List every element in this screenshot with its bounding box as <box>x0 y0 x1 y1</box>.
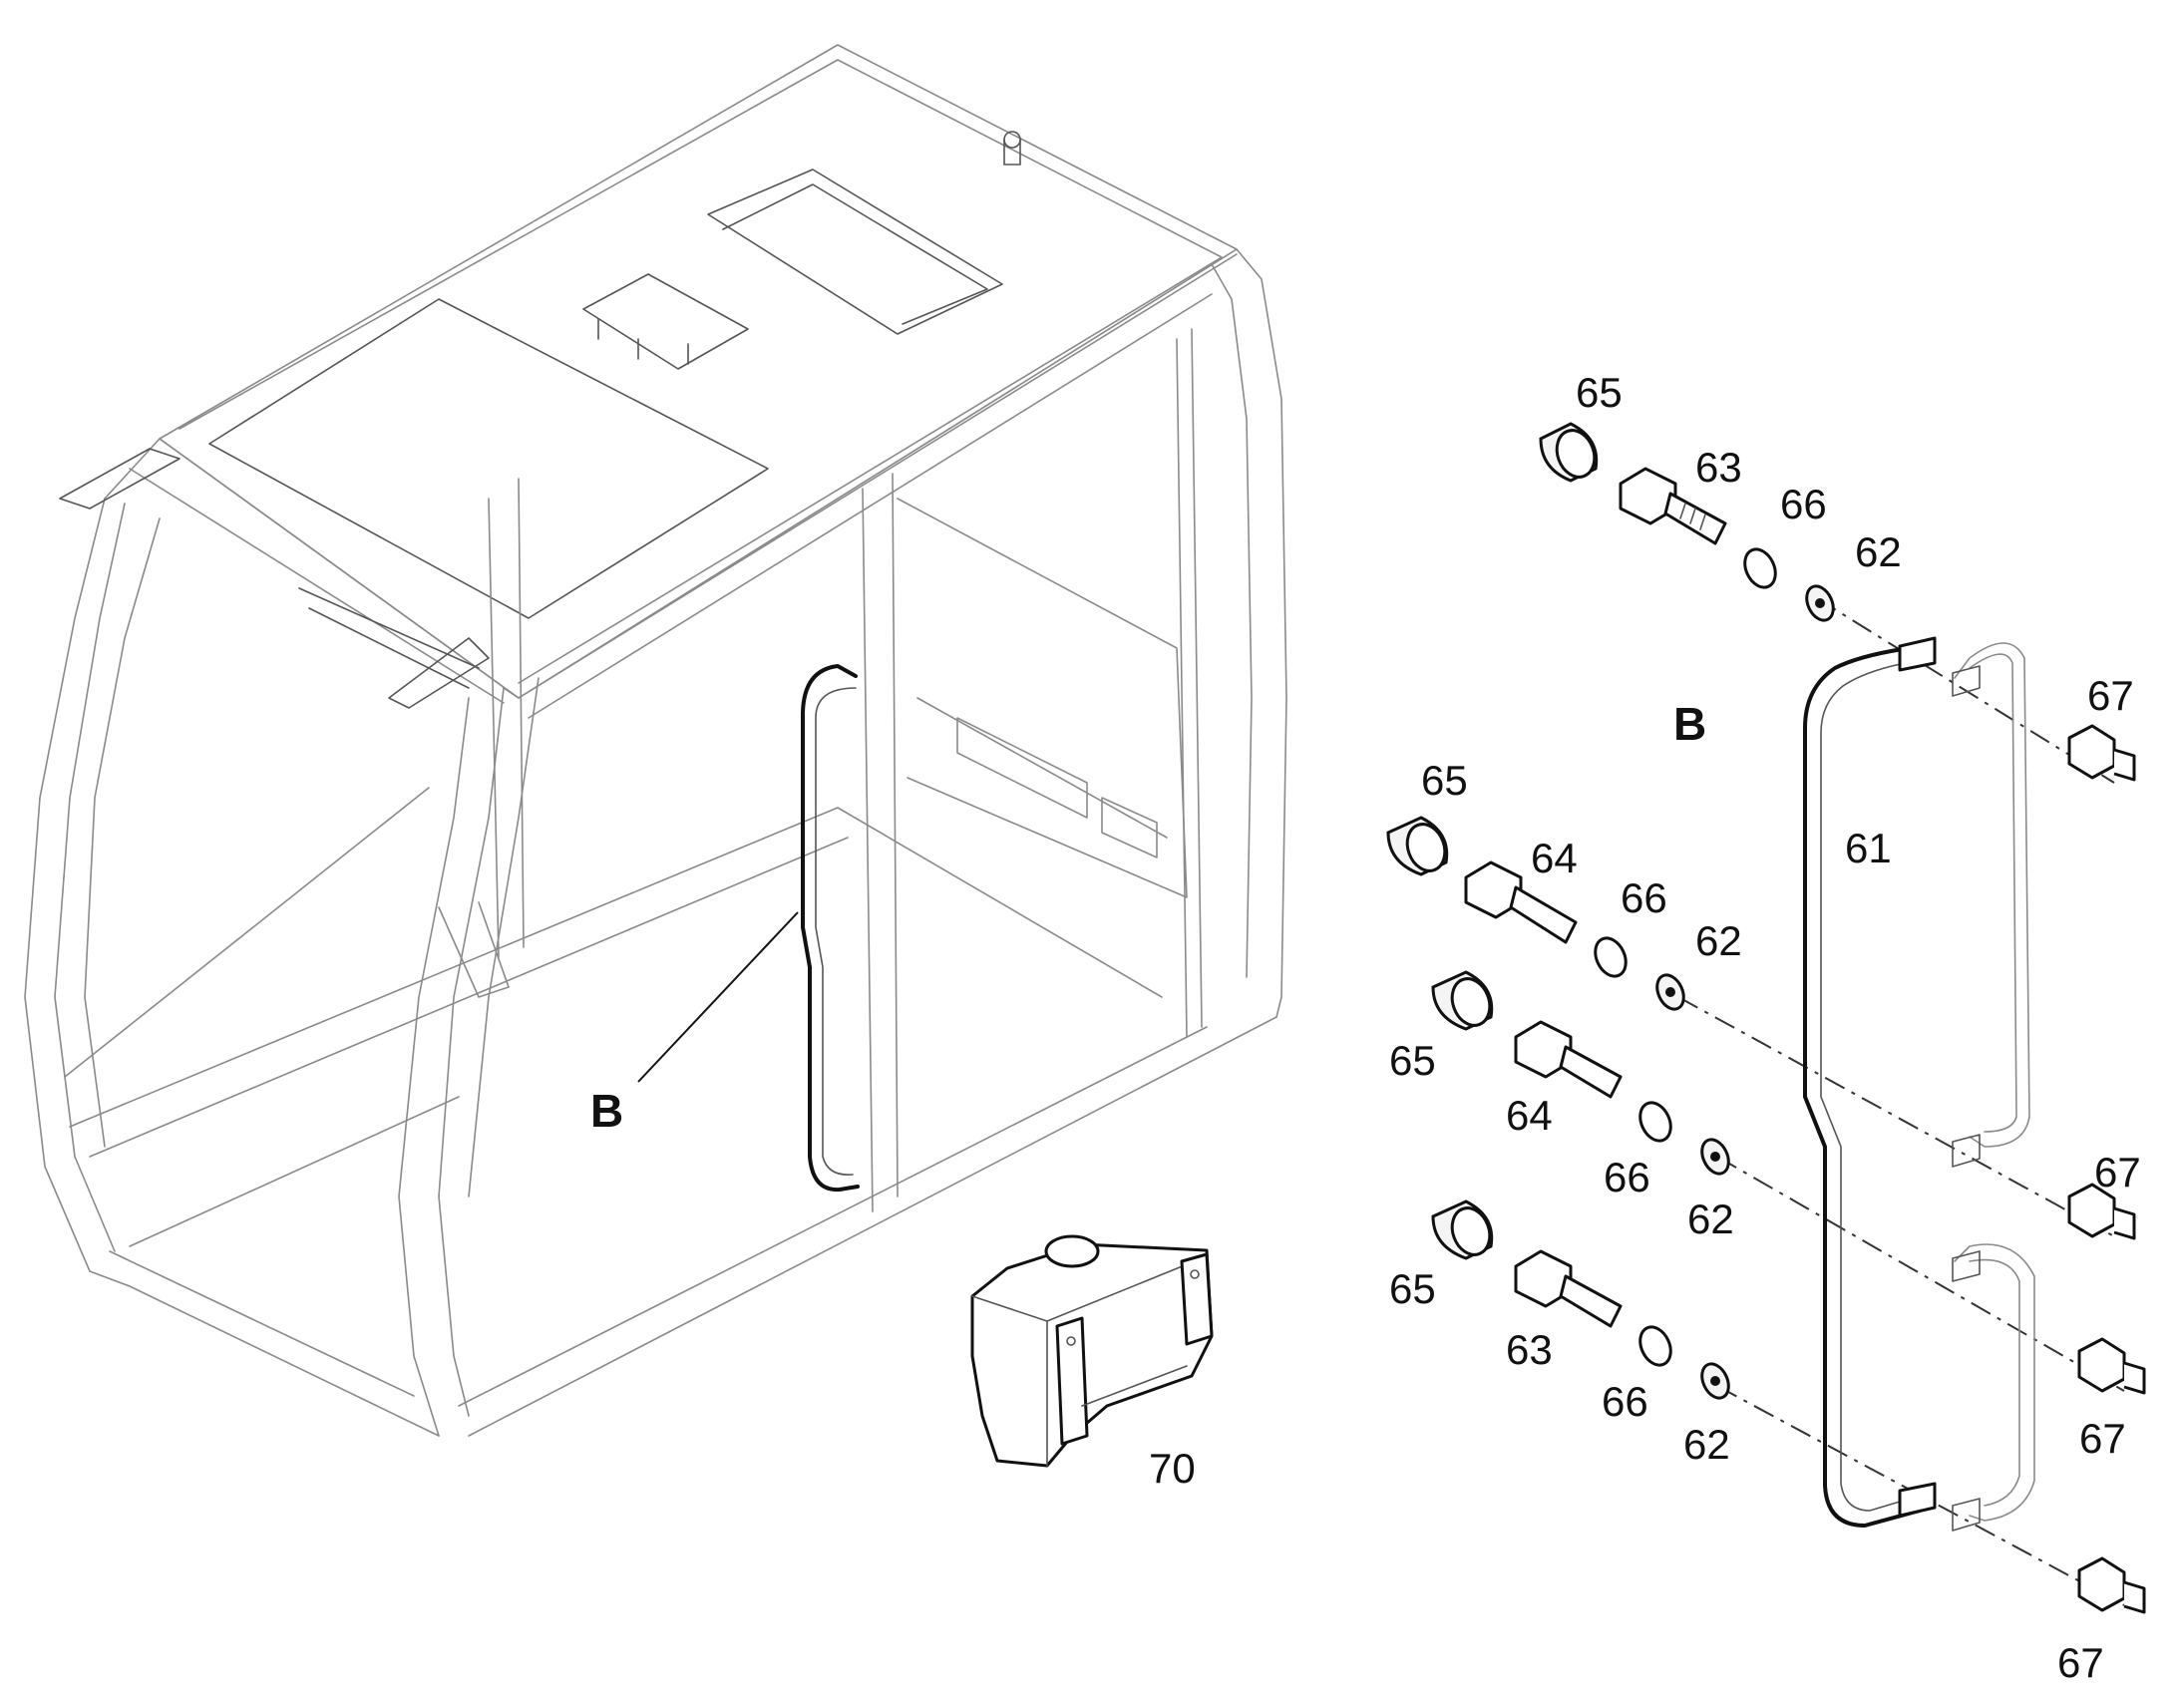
handrail-installed <box>801 664 860 1193</box>
callout-67-mid1: 67 <box>2094 1149 2141 1196</box>
detail-b-leader <box>637 911 799 1083</box>
callout-65-bottom: 65 <box>1389 1265 1436 1312</box>
callout-66-bottom: 66 <box>1602 1378 1648 1425</box>
callout-65-mid1: 65 <box>1421 757 1468 804</box>
callout-67-bottom: 67 <box>2057 1639 2104 1686</box>
callout-65-top: 65 <box>1576 369 1623 416</box>
callout-64-mid1: 64 <box>1531 835 1578 881</box>
callout-67-top: 67 <box>2087 672 2134 719</box>
callout-62-top: 62 <box>1855 528 1902 575</box>
detail-b-label-main: B <box>590 1085 623 1137</box>
callout-62-bottom: 62 <box>1683 1421 1730 1468</box>
detail-b-label-exploded: B <box>1673 698 1706 750</box>
callout-65-mid2: 65 <box>1389 1037 1436 1084</box>
callout-64-mid2: 64 <box>1506 1092 1553 1139</box>
callout-61: 61 <box>1845 825 1892 871</box>
handrail-ghost <box>1952 642 2035 1532</box>
callout-66-mid2: 66 <box>1604 1154 1650 1200</box>
washer-bottle <box>970 1234 1214 1468</box>
handrail-61 <box>1803 636 1937 1528</box>
callout-66-top: 66 <box>1780 481 1827 527</box>
callout-63-bottom: 63 <box>1506 1326 1553 1373</box>
callout-67-mid2: 67 <box>2079 1415 2126 1462</box>
callout-66-mid1: 66 <box>1621 874 1667 921</box>
nuts-67 <box>2067 724 2146 1614</box>
assembly-centerlines <box>1677 597 2125 1606</box>
hardware-mid2 <box>1431 970 1730 1176</box>
callout-70: 70 <box>1149 1445 1196 1492</box>
hardware-top <box>1539 422 1835 622</box>
hardware-bottom <box>1431 1199 1730 1400</box>
callout-62-mid2: 62 <box>1687 1196 1734 1242</box>
callout-63-top: 63 <box>1695 444 1742 491</box>
callout-62-mid1: 62 <box>1695 917 1742 964</box>
cab-frame <box>24 44 1287 1437</box>
hardware-mid1 <box>1386 816 1685 1011</box>
